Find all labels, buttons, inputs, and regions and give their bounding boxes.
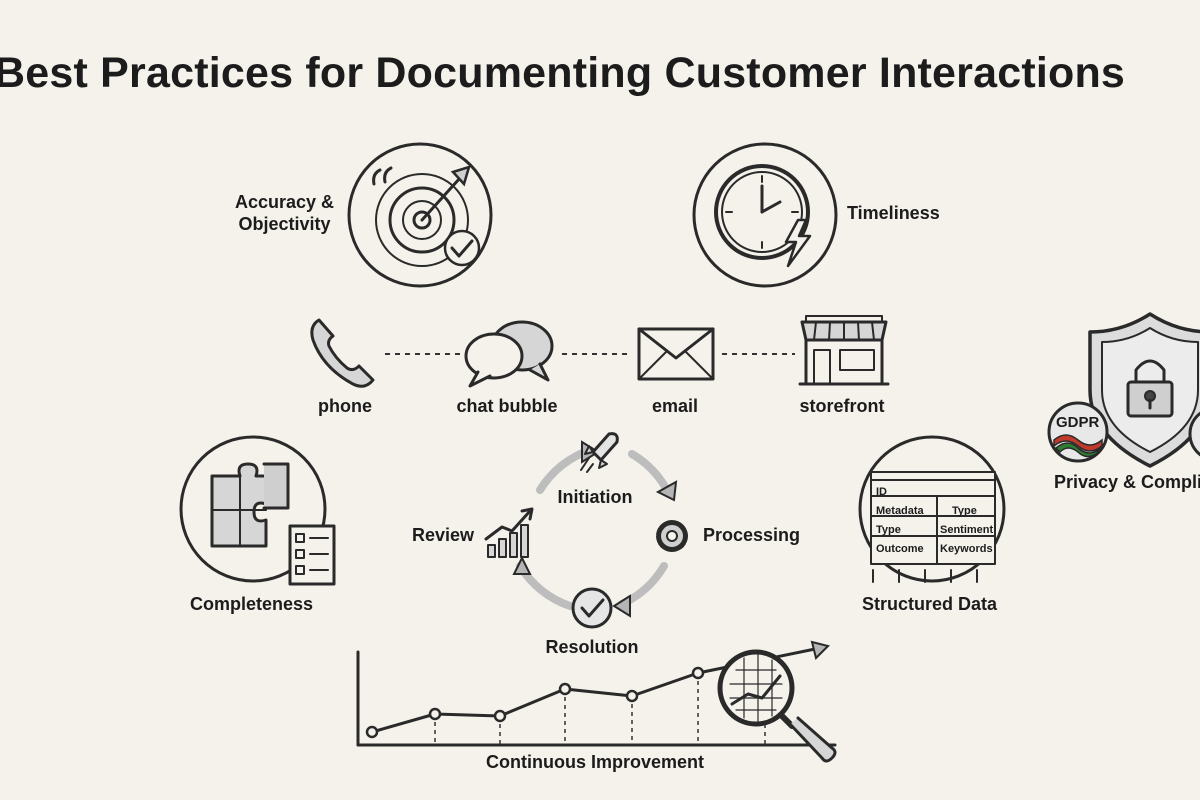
phone-icon	[310, 318, 375, 388]
channel-label-phone: phone	[318, 396, 372, 416]
target-icon	[347, 142, 493, 288]
shield-lock-icon	[1088, 312, 1200, 468]
structured-data-frame	[858, 435, 1006, 583]
cycle-label-processing: Processing	[703, 525, 801, 545]
blue-badge-icon	[1188, 411, 1200, 457]
table-cell: Sentiment	[940, 524, 994, 536]
gdpr-badge-icon	[1047, 401, 1109, 463]
dashed-connector	[562, 353, 632, 355]
dashed-connector	[385, 353, 463, 355]
label-structured-data: Structured Data	[862, 594, 998, 614]
channel-label-storefront: storefront	[799, 396, 885, 416]
rocket-icon	[580, 432, 619, 473]
storefront-icon	[798, 315, 890, 386]
channel-label-chat: chat bubble	[456, 396, 558, 416]
label-timeliness: Timeliness	[847, 203, 940, 223]
label-continuous-improvement: Continuous Improvement	[485, 752, 704, 772]
puzzle-checklist-icon	[179, 435, 336, 586]
gear-icon	[656, 520, 688, 552]
envelope-icon	[637, 327, 715, 381]
table-header-id: ID	[876, 486, 887, 498]
channel-label-email: email	[651, 396, 699, 416]
chat-bubble-icon	[464, 320, 554, 388]
dashed-connector	[722, 353, 795, 355]
table-cell: Keywords	[940, 543, 993, 555]
check-circle-icon	[571, 587, 613, 629]
table-cell: Metadata	[876, 505, 924, 517]
cycle-label-resolution: Resolution	[545, 637, 639, 657]
table-cell: Type	[952, 505, 977, 517]
page-title: Best Practices for Documenting Customer …	[0, 49, 1126, 97]
gdpr-badge-text: GDPR	[1056, 414, 1100, 431]
cycle-label-initiation: Initiation	[557, 487, 633, 507]
bar-chart-up-icon	[484, 507, 534, 558]
clock-icon	[692, 142, 838, 288]
table-cell: Outcome	[876, 543, 924, 555]
label-completeness: Completeness	[190, 594, 314, 614]
label-privacy: Privacy & Compliance	[1054, 472, 1200, 492]
cycle-label-review: Review	[412, 525, 475, 545]
table-cell: Type	[876, 524, 901, 536]
magnifier-icon	[717, 649, 837, 763]
label-accuracy: Accuracy & Objectivity	[234, 192, 335, 234]
improvement-trend-chart	[356, 640, 837, 747]
